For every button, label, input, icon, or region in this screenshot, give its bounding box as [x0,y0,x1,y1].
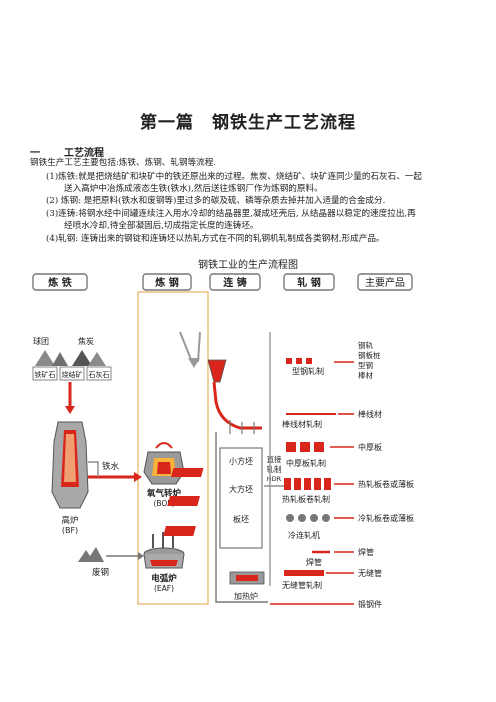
header-ironmaking: 炼 铁 [32,273,88,291]
product-arrows [270,361,354,605]
svg-text:小方坯: 小方坯 [229,456,253,466]
electric-arc-furnace: 电弧炉 (EAF) [143,532,185,593]
svg-text:烧结矿: 烧结矿 [62,370,83,379]
section-number: 一 [30,148,40,159]
item-ironmaking: (1)炼铁:就是把烧结矿和块矿中的铁还原出来的过程。焦炭、烧结矿、块矿连同少量的… [46,172,423,182]
bof-converter: 氧气转炉 (BOF) [143,442,185,508]
svg-text:热轧板卷或薄板: 热轧板卷或薄板 [358,479,414,489]
svg-text:无缝管轧制: 无缝管轧制 [282,580,322,590]
svg-text:锻钢件: 锻钢件 [358,599,382,609]
steelmaking-frame [137,291,209,605]
svg-text:石灰石: 石灰石 [89,370,110,379]
mill-hot-strip: 热轧板卷轧制 [282,478,331,504]
svg-text:焦炭: 焦炭 [78,336,94,346]
header-steelmaking: 炼 钢 [142,273,192,291]
svg-text:板坯: 板坯 [233,514,249,524]
mill-heavy-plate: 中厚板轧制 [286,442,326,468]
raw-materials: 球团 焦炭 铁矿石 烧结矿 石灰石 [32,336,112,414]
svg-text:焊管: 焊管 [358,547,374,557]
mill-cold-tandem: 冷连轧机 [286,514,330,540]
item-rolling: (4)轧钢: 连铸出来的钢锭和连铸坯以热轧方式在不同的轧钢机轧制成各类钢材,形成… [46,234,385,244]
mill-section-rolling: 型钢轧制 [286,358,324,376]
item-casting-cont: 经喷水冷却,待全部凝固后,切成指定长度的连铸坯。 [64,221,259,231]
ladle-transfer [179,331,201,368]
svg-text:氧气转炉: 氧气转炉 [146,488,182,499]
process-flow-diagram: 炼 铁 炼 钢 连 铸 轧 钢 主要产品 球团 焦炭 铁矿石 烧结矿 石灰石 [32,273,414,609]
svg-text:棒材: 棒材 [358,370,373,380]
svg-text:连 铸: 连 铸 [223,276,246,289]
svg-text:炼 钢: 炼 钢 [155,276,178,289]
svg-text:棒线材: 棒线材 [358,409,382,419]
svg-text:冷连轧机: 冷连轧机 [288,530,320,540]
svg-text:大方坯: 大方坯 [229,484,253,494]
blast-furnace: 高炉 (BF) [51,421,89,535]
svg-text:无缝管: 无缝管 [358,568,382,578]
svg-text:轧 钢: 轧 钢 [297,276,320,289]
svg-text:高炉: 高炉 [61,515,78,526]
svg-text:铁矿石: 铁矿石 [35,370,56,379]
continuous-caster [207,359,268,603]
scrap-steel: 废钢 [78,547,144,578]
section-title: 工艺流程 [64,148,104,159]
svg-text:轧制: 轧制 [267,464,282,474]
svg-text:球团: 球团 [33,336,49,346]
svg-text:(BOF): (BOF) [153,499,174,508]
intro-paragraph: 钢铁生产工艺主要包括:炼铁、炼钢、轧钢等流程. [30,158,217,168]
svg-text:炼 铁: 炼 铁 [48,276,71,289]
mill-seamless-pipe: 无缝管轧制 [282,570,324,590]
svg-text:中厚板轧制: 中厚板轧制 [286,458,326,468]
billet-box: 小方坯 大方坯 板坯 [163,447,263,549]
svg-text:(EAF): (EAF) [154,584,174,593]
svg-text:中厚板: 中厚板 [358,442,382,452]
iron-water-flow: 铁水 [88,461,142,482]
svg-text:废钢: 废钢 [92,567,109,578]
figure-title: 钢铁工业的生产流程图 [198,260,298,271]
svg-text:HDR: HDR [267,475,282,483]
page-title: 第一篇 钢铁生产工艺流程 [140,113,356,133]
svg-text:型钢轧制: 型钢轧制 [292,366,324,376]
svg-text:型钢: 型钢 [358,360,373,370]
header-casting: 连 铸 [209,273,261,291]
svg-text:铁水: 铁水 [102,461,120,472]
header-products: 主要产品 [357,273,413,291]
reheat-furnace: 加热炉 [229,571,265,601]
svg-text:钢轨: 钢轨 [358,340,373,350]
item-ironmaking-cont: 送入高炉中冶炼成液态生铁(铁水),然后送往炼钢厂作为炼钢的原料。 [64,184,323,194]
svg-text:电弧炉: 电弧炉 [151,573,177,584]
svg-text:焊管: 焊管 [306,557,322,567]
svg-text:(BF): (BF) [62,526,78,535]
header-rolling: 轧 钢 [283,273,335,291]
mill-wire-rod: 棒线材轧制 [282,413,336,429]
svg-text:冷轧板卷或薄板: 冷轧板卷或薄板 [358,513,414,523]
item-steelmaking: (2) 炼钢: 是把原料(铁水和废钢等)里过多的碳及硫、磷等杂质去掉并加入适量的… [46,196,386,206]
direct-rolling: 直接 轧制 HDR [264,454,286,487]
mill-welded-pipe: 焊管 [306,550,330,567]
svg-text:棒线材轧制: 棒线材轧制 [282,419,322,429]
svg-text:加热炉: 加热炉 [234,591,258,601]
svg-text:直接: 直接 [267,454,282,464]
svg-text:热轧板卷轧制: 热轧板卷轧制 [282,494,330,504]
svg-text:主要产品: 主要产品 [365,276,405,289]
svg-text:钢板桩: 钢板桩 [358,350,381,360]
products-list: 钢轨 钢板桩 型钢 棒材 棒线材 中厚板 热轧板卷或薄板 冷轧板卷或薄板 焊管 … [358,340,414,609]
item-casting: (3)连铸:将钢水经中间罐连续注入用水冷却的结晶器里,凝成坯壳后, 从结晶器以稳… [46,209,416,219]
